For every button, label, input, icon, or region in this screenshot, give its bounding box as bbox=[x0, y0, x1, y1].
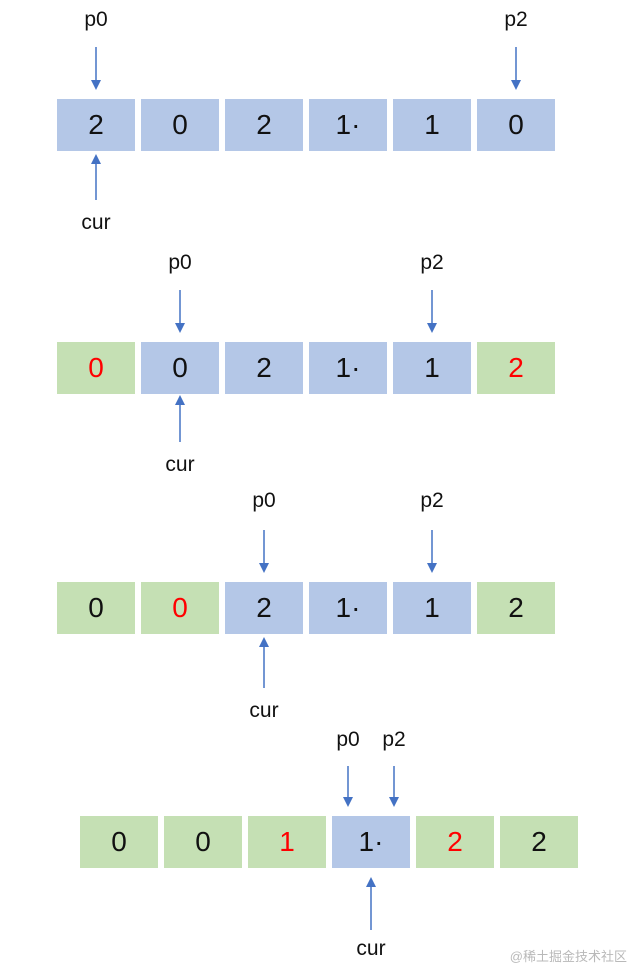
array-cell: 1 bbox=[393, 582, 471, 634]
array-cell: 2 bbox=[477, 582, 555, 634]
array-cell: 2 bbox=[225, 99, 303, 151]
array-cell: 0 bbox=[141, 99, 219, 151]
p2-pointer-label: p2 bbox=[420, 489, 444, 512]
array-cell: 0 bbox=[80, 816, 158, 868]
array-cell: 0 bbox=[141, 342, 219, 394]
array-cell: 1 bbox=[393, 342, 471, 394]
array-cell: 1· bbox=[332, 816, 410, 868]
array-cell: 0 bbox=[477, 99, 555, 151]
array-cell: 0 bbox=[57, 582, 135, 634]
array-cell: 1 bbox=[393, 99, 471, 151]
array-cell: 2 bbox=[477, 342, 555, 394]
array-cell: 1· bbox=[309, 342, 387, 394]
p2-pointer-label: p2 bbox=[382, 728, 406, 751]
p0-pointer-label: p0 bbox=[168, 251, 192, 274]
array-cell: 1· bbox=[309, 99, 387, 151]
cur-pointer-label: cur bbox=[249, 699, 279, 722]
p0-pointer-label: p0 bbox=[252, 489, 276, 512]
watermark: @稀土掘金技术社区 bbox=[509, 949, 627, 964]
array-cell: 0 bbox=[141, 582, 219, 634]
array-cell: 2 bbox=[416, 816, 494, 868]
p0-pointer-label: p0 bbox=[336, 728, 360, 751]
array-cell: 1 bbox=[248, 816, 326, 868]
cur-pointer-label: cur bbox=[165, 453, 195, 476]
array-cell: 2 bbox=[57, 99, 135, 151]
p2-pointer-label: p2 bbox=[504, 8, 528, 31]
cur-pointer-label: cur bbox=[81, 211, 111, 234]
array-cell: 2 bbox=[500, 816, 578, 868]
array-cell: 2 bbox=[225, 582, 303, 634]
array-cell: 1· bbox=[309, 582, 387, 634]
p0-pointer-label: p0 bbox=[84, 8, 108, 31]
array-cell: 0 bbox=[164, 816, 242, 868]
array-cell: 2 bbox=[225, 342, 303, 394]
cur-pointer-label: cur bbox=[356, 937, 386, 960]
p2-pointer-label: p2 bbox=[420, 251, 444, 274]
array-cell: 0 bbox=[57, 342, 135, 394]
